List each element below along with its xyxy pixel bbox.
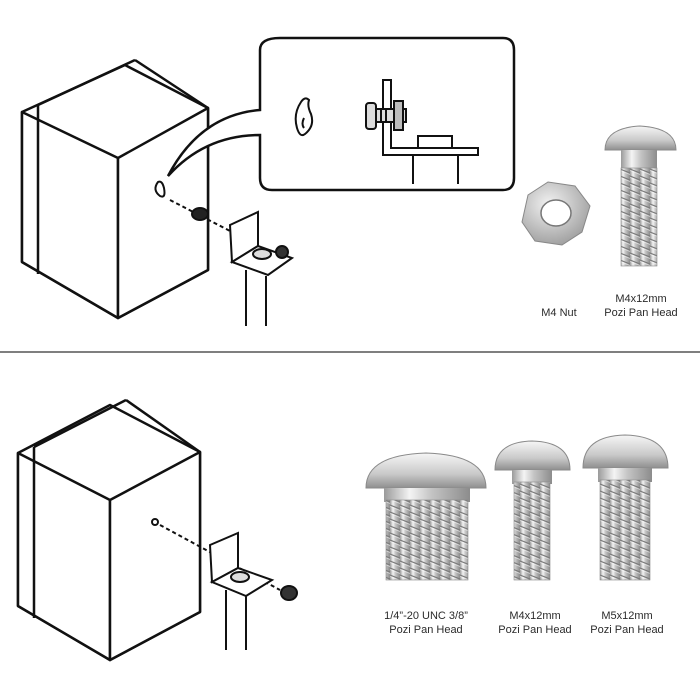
m4x12-bolt-image-top bbox=[604, 125, 677, 267]
keyhole-slot-top bbox=[154, 180, 166, 198]
hardware-label-m5x12: M5x12mm Pozi Pan Head bbox=[590, 610, 664, 636]
callout-bubble bbox=[166, 36, 516, 192]
enclosure-box-top bbox=[20, 58, 210, 320]
enclosure-box-bottom bbox=[16, 398, 202, 662]
m5x12-bolt-image bbox=[582, 434, 669, 581]
bracket-detail bbox=[365, 79, 479, 184]
hardware-label-m4-nut: M4 Nut bbox=[541, 307, 577, 319]
mounting-bracket-bottom bbox=[151, 518, 298, 650]
keyhole-detail bbox=[294, 97, 314, 137]
hardware-label-m4x12-bottom: M4x12mm Pozi Pan Head bbox=[498, 610, 572, 636]
hardware-label-quarter-inch-bolt: 1/4”-20 UNC 3/8” Pozi Pan Head bbox=[384, 610, 468, 636]
mounting-bracket-top bbox=[169, 199, 295, 326]
m4x12-bolt-image-bottom bbox=[494, 440, 571, 581]
m4-nut-image bbox=[521, 181, 591, 246]
quarter-inch-bolt-image bbox=[365, 452, 487, 581]
hardware-label-m4x12-top: M4x12mm Pozi Pan Head bbox=[604, 293, 678, 319]
